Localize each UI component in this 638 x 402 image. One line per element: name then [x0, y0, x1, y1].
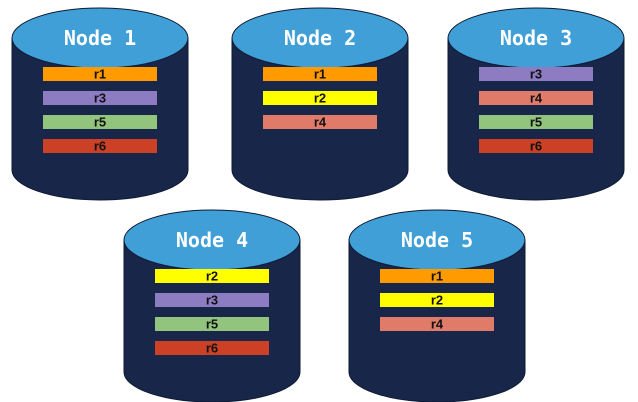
- replica-bar-r5: [155, 317, 269, 331]
- replica-bar-r5: [43, 115, 157, 129]
- replica-label: r2: [314, 91, 326, 106]
- replica-bar-r6: [479, 139, 593, 153]
- node-cylinder-4: Node 4 r2 r3 r5 r6: [123, 209, 301, 402]
- replica-bar-r1: [263, 67, 377, 81]
- node-title: Node 2: [284, 26, 356, 50]
- node-title: Node 4: [176, 228, 248, 252]
- replica-bar-r2: [263, 91, 377, 105]
- replica-label: r3: [530, 67, 542, 82]
- replica-bar-r3: [43, 91, 157, 105]
- node-title: Node 3: [500, 26, 572, 50]
- node-title: Node 5: [401, 228, 473, 252]
- replica-label: r5: [94, 115, 106, 130]
- replica-bar-r1: [43, 67, 157, 81]
- replica-bar-r1: [380, 269, 494, 283]
- replica-label: r4: [530, 91, 543, 106]
- replica-bar-r3: [155, 293, 269, 307]
- replica-label: r5: [530, 115, 542, 130]
- replica-label: r3: [94, 91, 106, 106]
- replica-bar-r4: [380, 317, 494, 331]
- replica-label: r1: [314, 67, 326, 82]
- replica-bar-r2: [155, 269, 269, 283]
- replica-label: r2: [431, 293, 443, 308]
- node-cylinder-2: Node 2 r1 r2 r4: [231, 7, 409, 201]
- replica-bar-r4: [263, 115, 377, 129]
- replica-bar-r6: [43, 139, 157, 153]
- replica-label: r4: [431, 317, 444, 332]
- replica-label: r1: [431, 269, 443, 284]
- replica-label: r6: [530, 139, 542, 154]
- node-cylinder-5: Node 5 r1 r2 r4: [348, 209, 526, 402]
- replica-label: r4: [314, 115, 327, 130]
- node-title: Node 1: [64, 26, 136, 50]
- replica-bar-r6: [155, 341, 269, 355]
- replica-label: r5: [206, 317, 218, 332]
- replica-bar-r2: [380, 293, 494, 307]
- node-cylinder-1: Node 1 r1 r3 r5 r6: [11, 7, 189, 201]
- replica-label: r6: [206, 341, 218, 356]
- replica-bar-r4: [479, 91, 593, 105]
- replica-label: r6: [94, 139, 106, 154]
- replica-label: r2: [206, 269, 218, 284]
- replica-label: r1: [94, 67, 106, 82]
- replica-label: r3: [206, 293, 218, 308]
- replica-bar-r3: [479, 67, 593, 81]
- replica-bar-r5: [479, 115, 593, 129]
- node-cylinder-3: Node 3 r3 r4 r5 r6: [447, 7, 625, 201]
